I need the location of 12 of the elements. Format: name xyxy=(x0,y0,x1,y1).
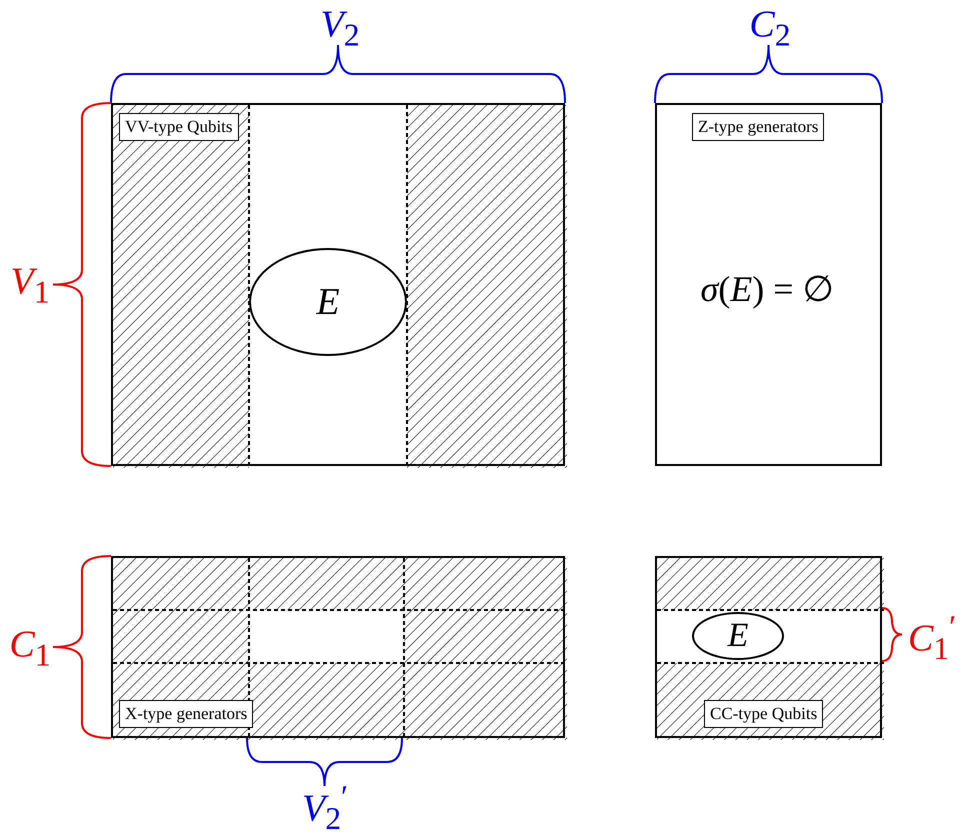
block-label: CC-type Qubits xyxy=(704,700,824,728)
ellipse-node: E xyxy=(249,248,407,356)
brace-label: V$_{1}$ xyxy=(10,260,50,310)
block-label: VV-type Qubits xyxy=(119,113,239,141)
block-label: X-type generators xyxy=(119,700,254,728)
brace-label: C$_{1}$ xyxy=(9,622,51,674)
block-label: Z-type generators xyxy=(692,113,824,141)
brace-label: V$_{2}$ xyxy=(320,2,360,54)
brace-label: C$_{2}$ xyxy=(749,2,791,54)
formula-text: σ(E) = ∅ xyxy=(700,268,834,310)
matrix-block xyxy=(655,103,882,466)
ellipse-node: E xyxy=(692,612,784,660)
